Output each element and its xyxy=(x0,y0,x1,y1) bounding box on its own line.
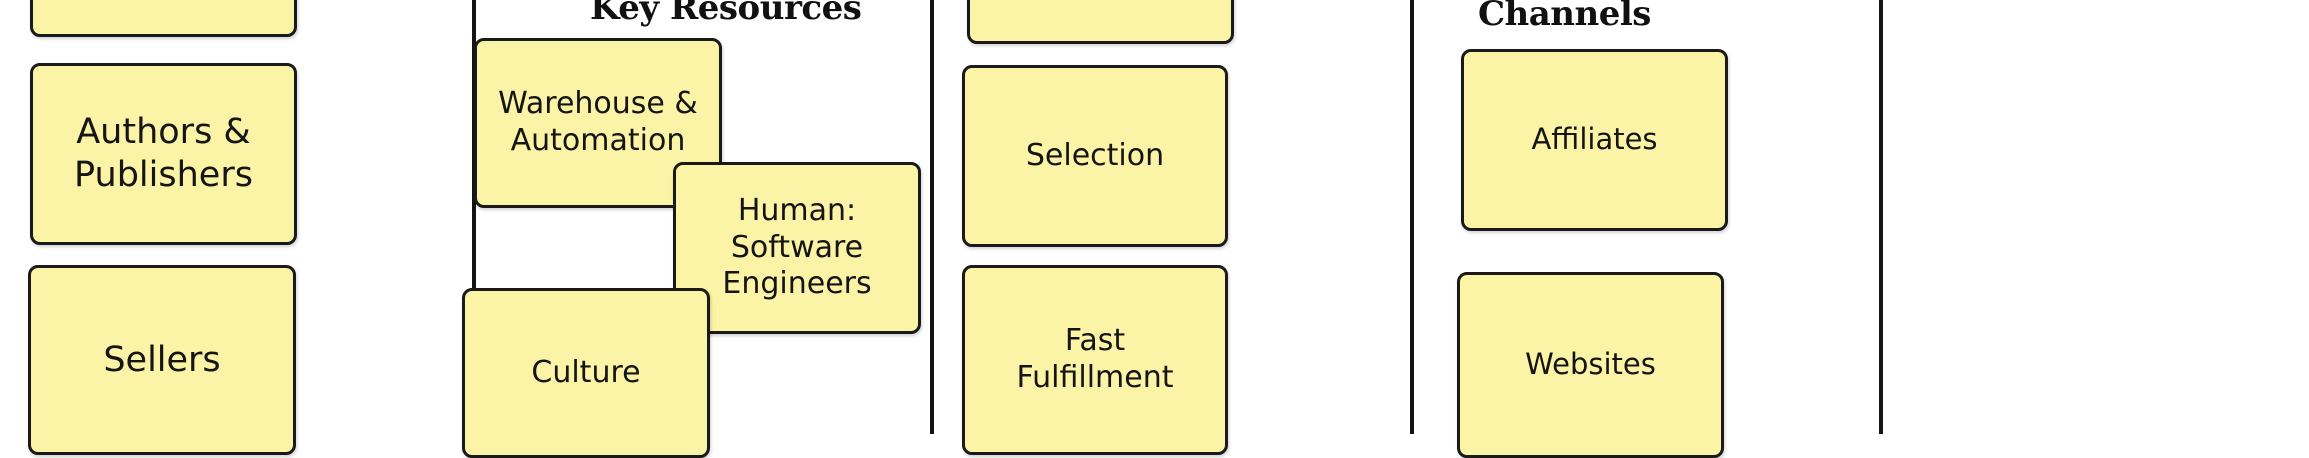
key-resources-note-culture: Culture xyxy=(462,288,710,458)
channels-left-border xyxy=(1410,0,1414,434)
key-partners-note-sellers: Sellers xyxy=(28,265,296,455)
channels-title: Channels xyxy=(1478,0,1651,34)
value-propositions-note-selection: Selection xyxy=(962,65,1228,247)
key-resources-right-border xyxy=(930,0,934,434)
key-partners-note-top xyxy=(30,0,297,37)
value-propositions-note-fast-fulfillment: Fast Fulfillment xyxy=(962,265,1228,455)
key-resources-left-border xyxy=(472,0,476,434)
key-resources-title: Key Resources xyxy=(590,0,862,28)
channels-right-border xyxy=(1879,0,1883,434)
channels-note-affiliates: Affiliates xyxy=(1461,49,1728,231)
key-partners-note-authors-publishers: Authors & Publishers xyxy=(30,63,297,245)
key-resources-note-human-software-engineers: Human: Software Engineers xyxy=(673,162,921,334)
value-propositions-note-top xyxy=(967,0,1234,44)
channels-note-websites: Websites xyxy=(1457,272,1724,458)
